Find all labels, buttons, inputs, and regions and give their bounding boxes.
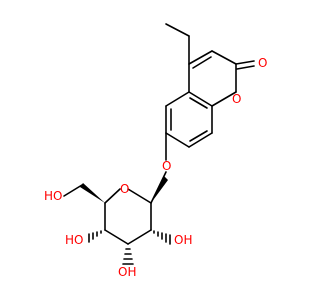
bond-c6-c7	[165, 132, 190, 148]
ether-oxygen-label: O	[162, 159, 171, 173]
bond-o1-c8a	[211, 91, 237, 107]
molecule-structure: O O O O HO OH OH HO	[44, 23, 267, 279]
c3-hydroxyl-label: OH	[118, 265, 136, 279]
bond-c4a-c5	[165, 91, 190, 107]
bond-ethyl-ch3	[165, 23, 190, 37]
bond-c2-o-carbonyl-b	[236, 65, 255, 70]
hash-c4-oh	[88, 230, 102, 243]
bond-c4-c3-inner	[192, 56, 212, 69]
bond-c4-c3	[104, 229, 129, 245]
hash-c2-oh	[153, 230, 171, 245]
bond-c8a-c4a-inner	[189, 97, 208, 109]
hash-c3-oh	[122, 248, 134, 265]
c2-hydroxyl-label: OH	[174, 233, 192, 247]
bond-c7-c8	[188, 132, 213, 148]
wedge-c1-o-ether	[151, 176, 168, 203]
bond-c8a-c4a	[188, 91, 213, 107]
carbonyl-oxygen-label: O	[258, 56, 267, 70]
bond-c3-c2	[211, 50, 237, 65]
atom-labels: O O O O HO OH OH HO	[44, 56, 267, 279]
bond-c3-c2	[127, 229, 152, 245]
bond-c2-o-carbonyl-a	[235, 60, 255, 65]
bond-c1-o5	[127, 188, 152, 204]
bond-o5-c5	[104, 188, 121, 204]
glucose-bonds	[63, 171, 171, 265]
coumarin-bonds	[165, 23, 255, 161]
ch2oh-label: HO	[44, 189, 62, 203]
wedge-c5-c6	[80, 183, 105, 203]
pyranose-oxygen-label: O	[120, 182, 129, 196]
c4-hydroxyl-label: HO	[65, 233, 83, 247]
bond-c6-oh	[63, 184, 83, 197]
ring-oxygen-label: O	[232, 92, 241, 106]
bond-c7-c8-inner	[189, 130, 208, 142]
bond-c4-c3	[188, 50, 213, 65]
